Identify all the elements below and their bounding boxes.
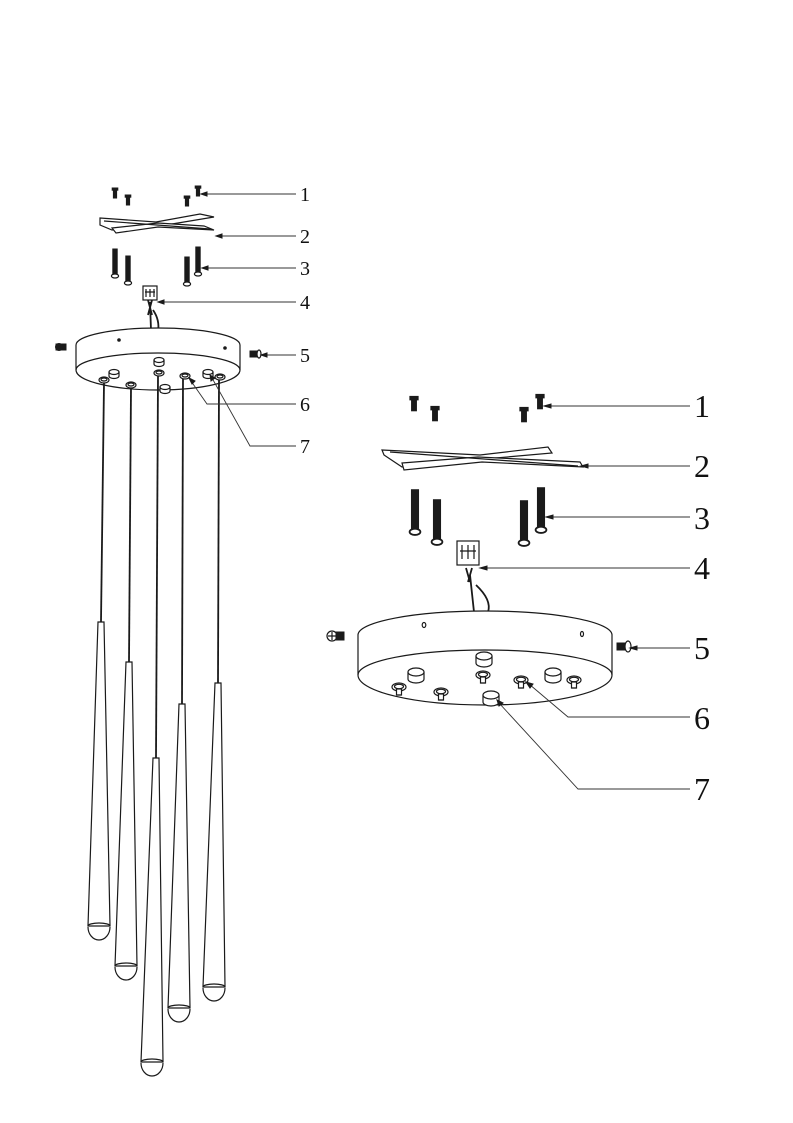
leader-lines-right: [478, 403, 690, 790]
canopy-detail-view: 1 2 3 4 5 6 7: [326, 388, 710, 807]
callout-2: 2: [300, 226, 310, 248]
canopy-detail: [357, 610, 613, 707]
wall-anchor-screws-detail: [408, 487, 548, 547]
callout-2: 2: [694, 448, 710, 484]
pendant-4: [167, 703, 191, 1023]
mounting-screws-small-detail: [409, 393, 545, 423]
mounting-screws-small: [111, 185, 202, 207]
callout-6: 6: [694, 700, 710, 736]
callout-6: 6: [300, 394, 310, 416]
pendant-1: [87, 621, 111, 941]
canopy: [75, 327, 241, 395]
callout-5: 5: [300, 345, 310, 367]
callout-4: 4: [694, 550, 710, 586]
callout-numbers-right: 1 2 3 4 5 6 7: [694, 388, 710, 807]
pendant-2: [114, 661, 138, 981]
cross-mounting-bracket-detail: [381, 446, 585, 471]
canopy-side-screws-detail: [326, 630, 632, 653]
callout-3: 3: [300, 258, 310, 280]
pendant-cables: [100, 375, 220, 759]
pendant-3: [140, 757, 164, 1077]
wall-anchor-screws: [110, 246, 203, 287]
pendant-5: [202, 682, 226, 1002]
terminal-block: [142, 285, 160, 333]
full-fixture-view: 1 2 3 4 5 6 7: [55, 184, 310, 1077]
cross-mounting-bracket: [99, 213, 215, 234]
callout-7: 7: [694, 771, 710, 807]
callout-1: 1: [694, 388, 710, 424]
callout-7: 7: [300, 436, 310, 458]
pendant-shades: [87, 621, 226, 1077]
callout-5: 5: [694, 630, 710, 666]
canopy-side-screws: [55, 343, 262, 359]
callout-numbers-left: 1 2 3 4 5 6 7: [300, 184, 310, 458]
leader-lines-left: [156, 191, 296, 447]
callout-4: 4: [300, 292, 310, 314]
terminal-block-detail: [456, 540, 490, 613]
callout-3: 3: [694, 500, 710, 536]
callout-1: 1: [300, 184, 310, 206]
